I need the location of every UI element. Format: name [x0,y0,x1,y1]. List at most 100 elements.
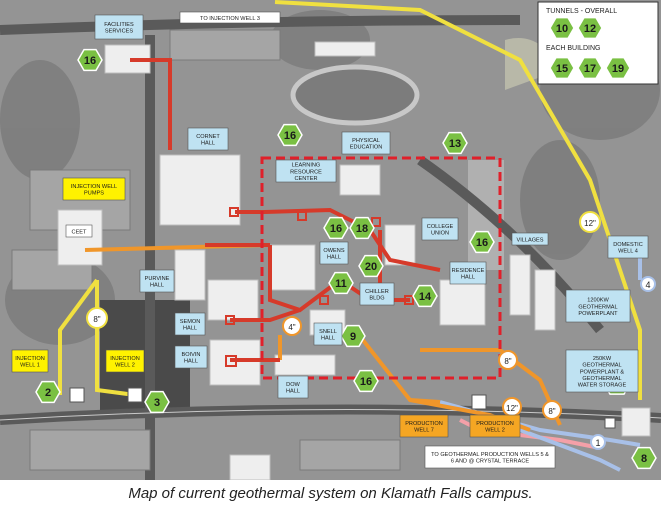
svg-text:CEET: CEET [72,229,88,235]
label-box-villages: VILLAGES [511,232,549,246]
pipe-size-12-right: 12" [579,211,601,233]
svg-text:19: 19 [612,63,624,75]
svg-text:12: 12 [584,23,596,35]
svg-text:3: 3 [154,397,160,409]
hex-marker: 16 [353,369,379,393]
hex-marker: 8 [631,446,657,470]
svg-text:TO INJECTION WELL 3: TO INJECTION WELL 3 [200,16,260,22]
hex-marker: 14 [412,284,438,308]
road-lines [0,408,661,421]
svg-text:20: 20 [365,261,377,273]
production-well-marker: 1 [590,434,606,450]
pipe-size-12-bottom: 12" [502,397,522,417]
pipe-size-4: 4" [282,316,302,336]
svg-text:18: 18 [356,223,368,235]
svg-text:14: 14 [419,291,432,303]
hex-marker: 10 [549,16,575,40]
hex-marker: 2 [35,380,61,404]
svg-text:9: 9 [350,331,356,343]
hex-marker: 18 [349,216,375,240]
svg-text:8: 8 [641,453,647,465]
campus-map: 4 1 12" 8" 4" 8" 12" 8" TUNNELS - OVERAL… [0,0,661,481]
hex-marker: 3 [144,390,170,414]
pipe-markers [225,207,414,367]
svg-text:8": 8" [548,407,555,416]
hex-marker: 16 [277,123,303,147]
svg-text:16: 16 [84,55,96,67]
hex-marker: 16 [469,230,495,254]
svg-text:16: 16 [284,130,296,142]
svg-text:4": 4" [288,323,295,332]
map-caption: Map of current geothermal system on Klam… [128,485,533,502]
svg-text:12": 12" [584,219,596,228]
pipe-size-8-bottom: 8" [542,400,562,420]
hex-marker: 11 [328,271,354,295]
svg-text:16: 16 [330,223,342,235]
hex-marker: 12 [577,16,603,40]
hex-marker: 13 [442,131,468,155]
svg-text:4: 4 [645,280,650,290]
hex-marker: 17 [577,56,603,80]
hex-marker: 15 [549,56,575,80]
svg-text:12": 12" [506,404,518,413]
tunnel-boundary [260,156,502,380]
hex-layer: 10121517191616131618162011149164-7238 [35,16,657,470]
well-squares [69,387,616,429]
pipe-size-8-left: 8" [86,307,108,329]
svg-text:8": 8" [93,315,100,324]
domestic-well-marker: 4 [640,276,656,292]
svg-text:TO GEOTHERMAL PRODUCTION WELLS: TO GEOTHERMAL PRODUCTION WELLS 5 &6 AND … [431,452,549,465]
hex-marker: 16 [323,216,349,240]
svg-text:13: 13 [449,138,461,150]
label-box-ceet: CEET [65,224,93,238]
running-track [290,64,420,126]
svg-text:1: 1 [595,438,600,448]
hex-marker: 20 [358,254,384,278]
label-box-to-production-wells: TO GEOTHERMAL PRODUCTION WELLS 5 &6 AND … [424,445,556,469]
svg-text:2: 2 [45,387,51,399]
svg-text:10: 10 [556,23,568,35]
svg-text:8": 8" [504,357,511,366]
label-box-to-injection-well-3: TO INJECTION WELL 3 [179,11,281,24]
